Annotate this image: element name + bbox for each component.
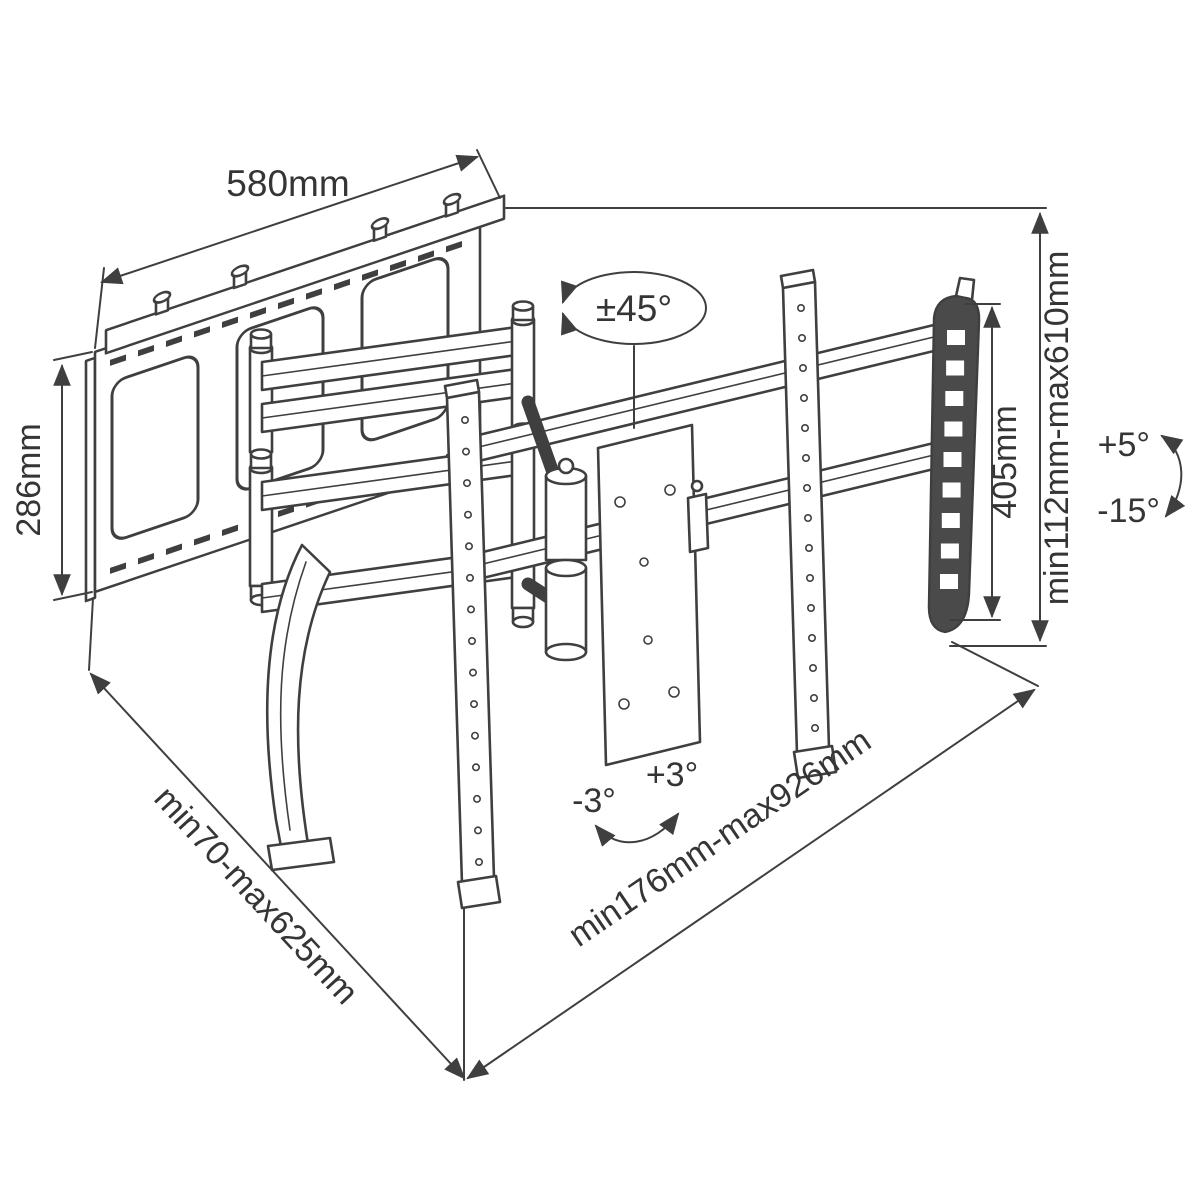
swivel-hinge: [521, 395, 588, 662]
dim-extension-label: min70-max625mm: [147, 779, 366, 1012]
plate-slots: [110, 238, 470, 366]
dim-vertical-range: min112mm-max610mm: [505, 207, 1076, 647]
rail-screw: [230, 264, 250, 290]
dim-580-label: 580mm: [226, 163, 349, 204]
dim-wall-plate-width: 580mm: [94, 149, 501, 349]
level-annotation: -3° +3°: [572, 756, 698, 847]
arm-foot: [266, 836, 336, 872]
vesa-plate: [596, 423, 710, 767]
right-tv-rail: [779, 268, 838, 780]
swivel-annotation: ±45°: [561, 271, 707, 429]
dim-bracket-height: 405mm: [949, 303, 1024, 621]
dim-horizontal-range: min176mm-max926mm: [463, 641, 1039, 1081]
level-plus-label: +3°: [646, 756, 698, 794]
tilt-down-label: -15°: [1097, 492, 1160, 530]
tilt-up-label: +5°: [1098, 426, 1150, 464]
rail-screw: [370, 217, 390, 243]
swivel-label: ±45°: [596, 288, 672, 329]
plate-cutout: [110, 355, 200, 540]
rail-screw: [152, 290, 172, 316]
side-rail-profile: [927, 276, 981, 634]
vesa-clamp: [686, 492, 710, 554]
tilt-arc: [1160, 434, 1186, 518]
level-minus-label: -3°: [572, 782, 616, 820]
rail-screw: [442, 192, 462, 218]
swivel-arc: [561, 271, 707, 345]
dim-vertical-range-label: min112mm-max610mm: [1038, 251, 1076, 606]
tilt-annotation: +5° -15°: [1097, 426, 1186, 530]
hinge-bolt: [557, 457, 575, 475]
dim-wall-plate-height: 286mm: [10, 351, 93, 601]
plate-slots: [110, 446, 470, 574]
dim-405-label: 405mm: [986, 405, 1024, 518]
dim-286-label: 286mm: [10, 423, 48, 536]
rail-foot: [456, 874, 502, 910]
